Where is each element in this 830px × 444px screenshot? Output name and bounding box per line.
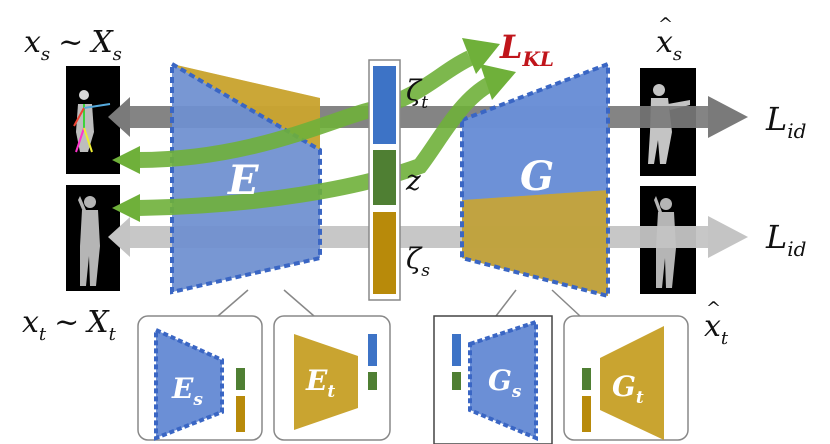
loss-kl-label: LKL — [499, 28, 554, 71]
zeta-s-label: ζs — [406, 242, 430, 281]
loss-id-source-label: Lid — [765, 100, 806, 143]
xs-label: x — [24, 25, 41, 60]
xt-hat-mark: ^ — [706, 298, 721, 319]
gs-label: Gs — [488, 364, 522, 402]
es-label: Es — [171, 372, 203, 410]
et-label: Et — [305, 364, 335, 402]
gs-panel — [433, 315, 553, 444]
gt-label: Gt — [612, 370, 644, 408]
latent-zeta-t-bar — [373, 66, 396, 144]
loss-id-target-label: Lid — [765, 218, 806, 261]
pose-skeleton-figure — [73, 90, 111, 153]
z-label: z — [405, 164, 421, 197]
generator-label: G — [520, 153, 554, 200]
xt-hat-label: xt — [704, 309, 729, 349]
es-panel — [137, 315, 263, 441]
person-silhouette — [78, 196, 100, 286]
connector-lines — [217, 289, 581, 317]
svg-text:xs~Xs: xs~Xs — [24, 25, 122, 65]
gt-panel — [563, 315, 689, 441]
encoder-block — [170, 60, 322, 295]
generator-block — [460, 61, 610, 299]
latent-z-bar — [373, 150, 396, 205]
xt-label: x — [22, 305, 39, 340]
xs-hat-mark: ^ — [658, 14, 673, 35]
latent-zeta-s-bar — [373, 212, 396, 294]
svg-text:xt~Xt: xt~Xt — [22, 305, 117, 345]
latent-code-column — [368, 59, 401, 301]
zeta-t-label: ζt — [406, 74, 428, 113]
encoder-label: E — [227, 157, 259, 204]
source-image — [66, 66, 120, 174]
xs-hat-label: xs — [656, 25, 682, 65]
et-panel — [273, 315, 391, 441]
